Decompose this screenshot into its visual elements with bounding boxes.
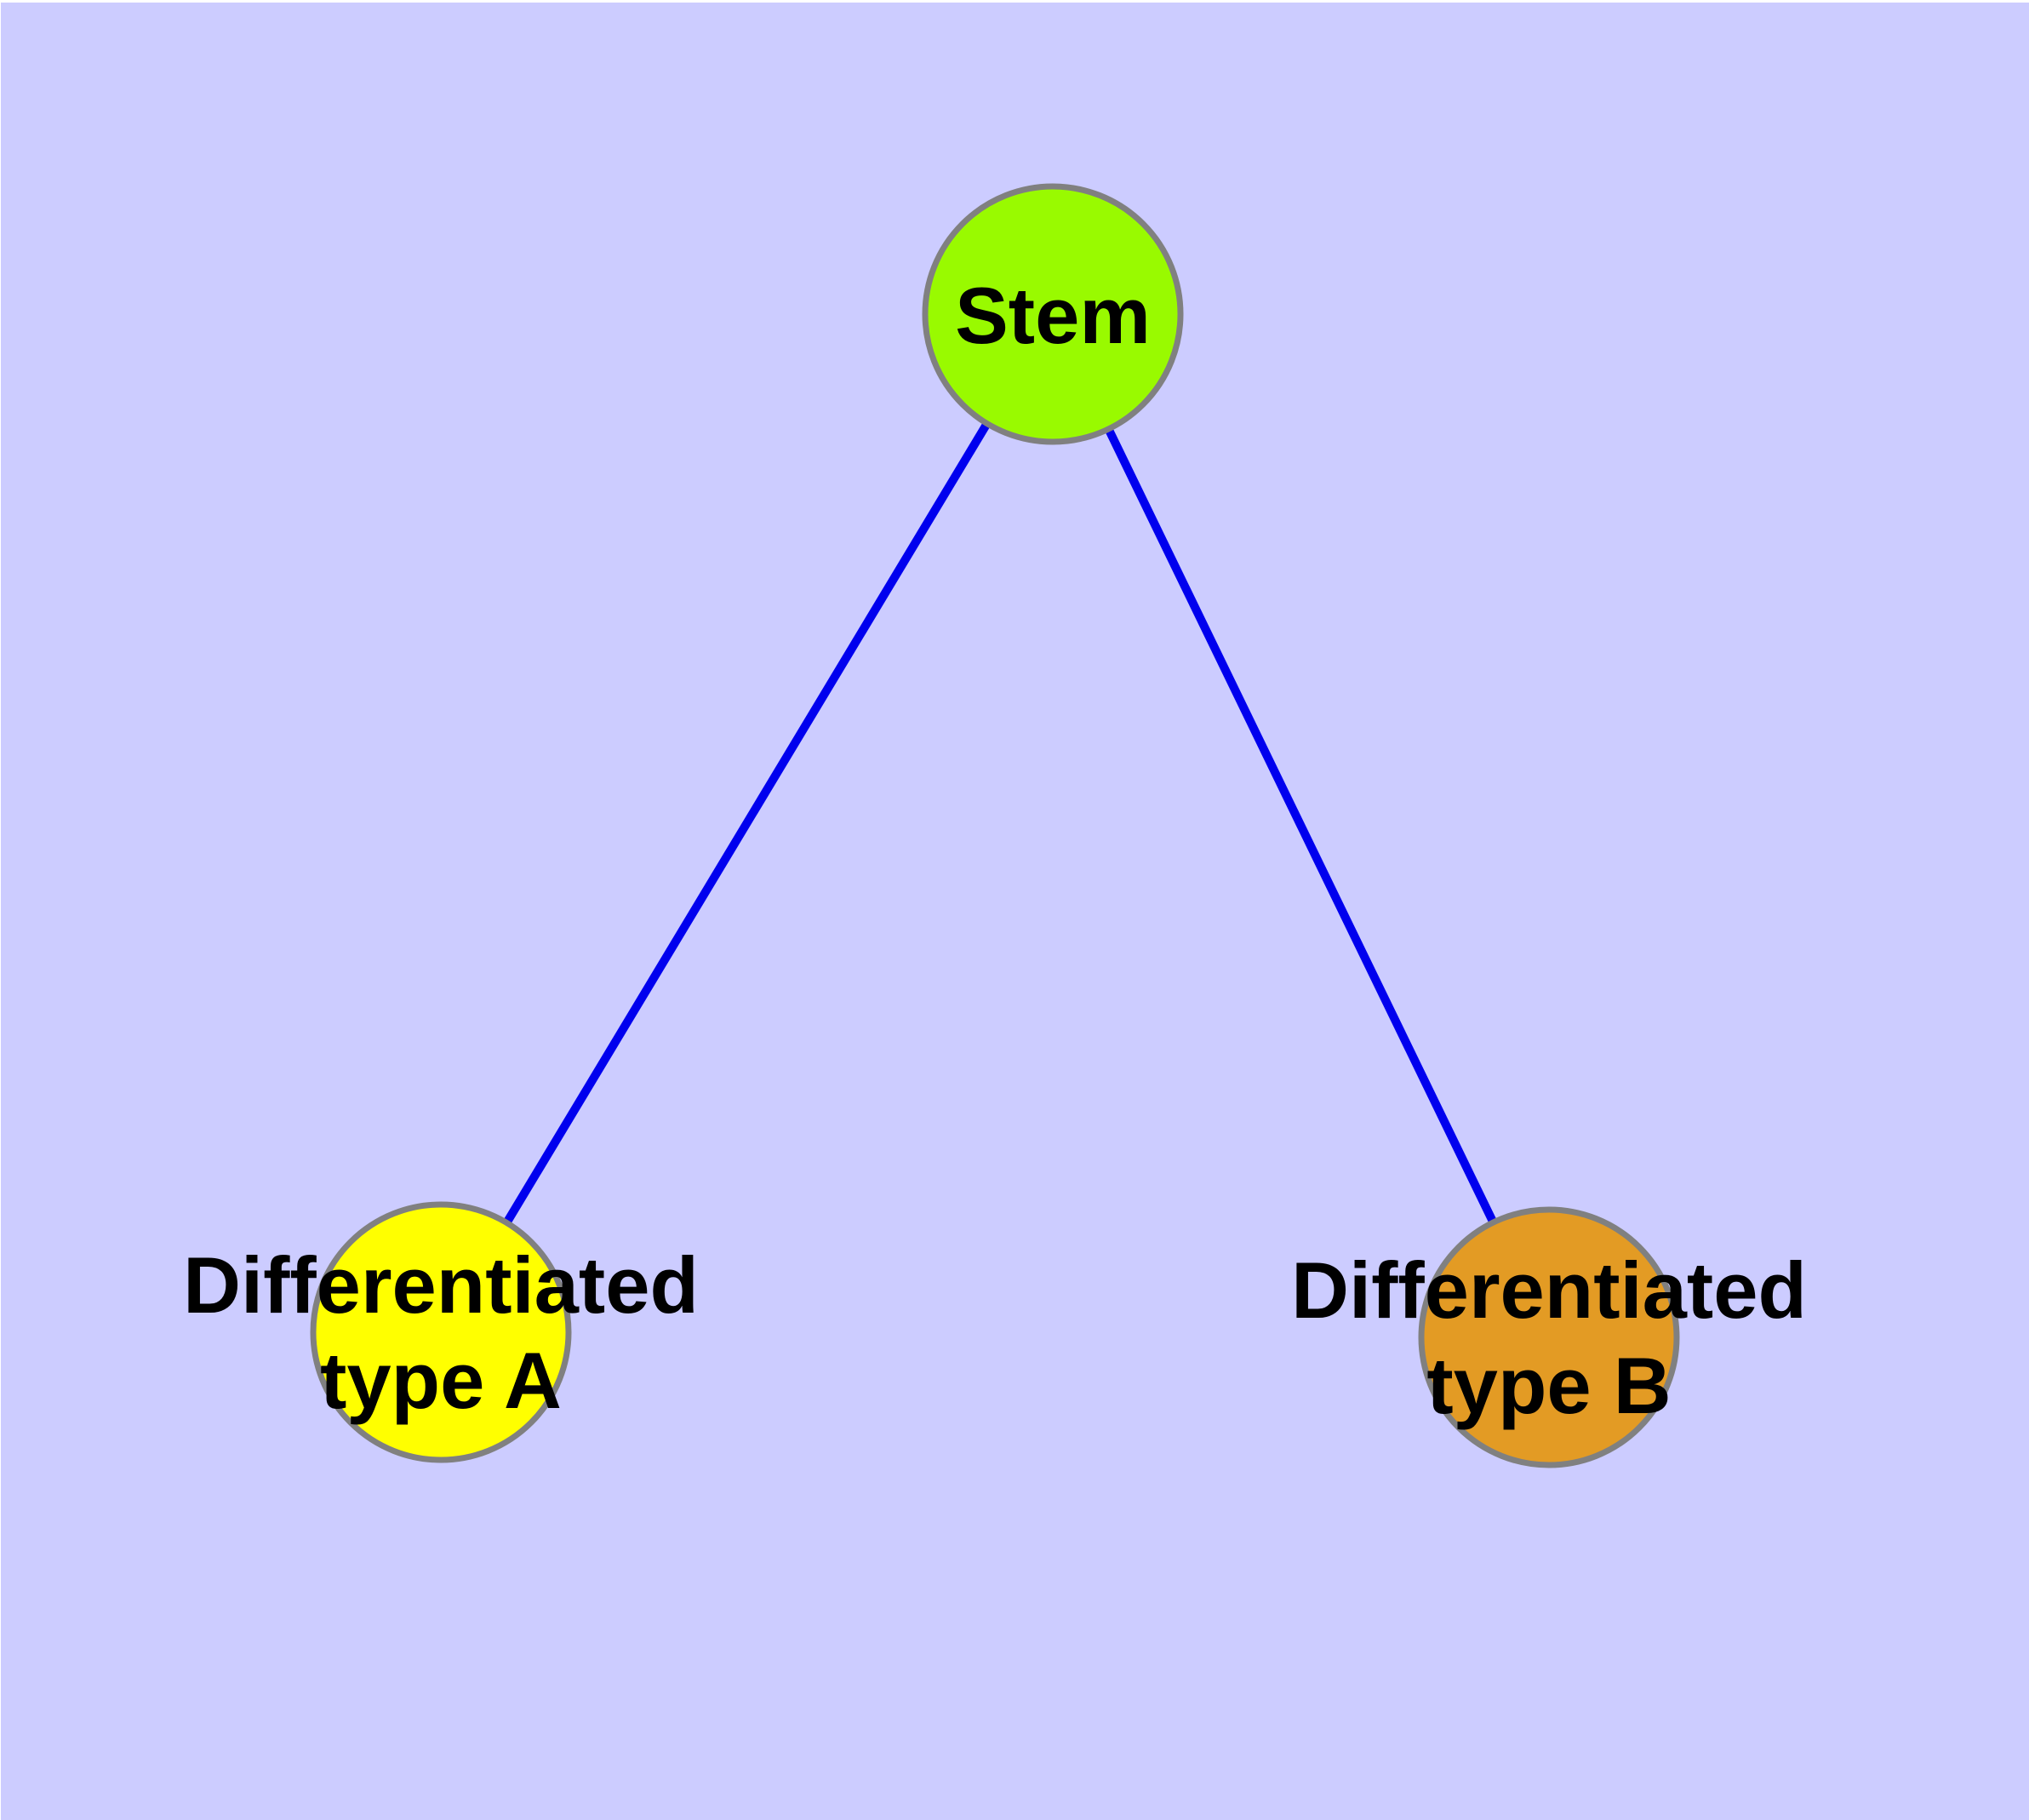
node-stem-circle: [922, 183, 1184, 445]
node-type-a-label-line1: Differentiated: [183, 1240, 699, 1330]
node-stem: Stem: [922, 183, 1184, 445]
edge-stem-to-type-b: [1049, 312, 1553, 1340]
node-type-a-circle: [310, 1201, 572, 1463]
edge-stem-to-type-a: [437, 312, 1057, 1335]
node-type-b: Differentiated type B: [1291, 1206, 1807, 1468]
node-type-b-label-line1: Differentiated: [1291, 1245, 1807, 1335]
node-type-a: Differentiated type A: [183, 1201, 699, 1463]
node-type-b-label-line2: type B: [1426, 1341, 1671, 1430]
node-type-b-circle: [1418, 1206, 1680, 1468]
node-stem-label: Stem: [955, 271, 1151, 360]
edge-layer: [437, 312, 1553, 1340]
node-type-a-label-line2: type A: [320, 1336, 562, 1425]
